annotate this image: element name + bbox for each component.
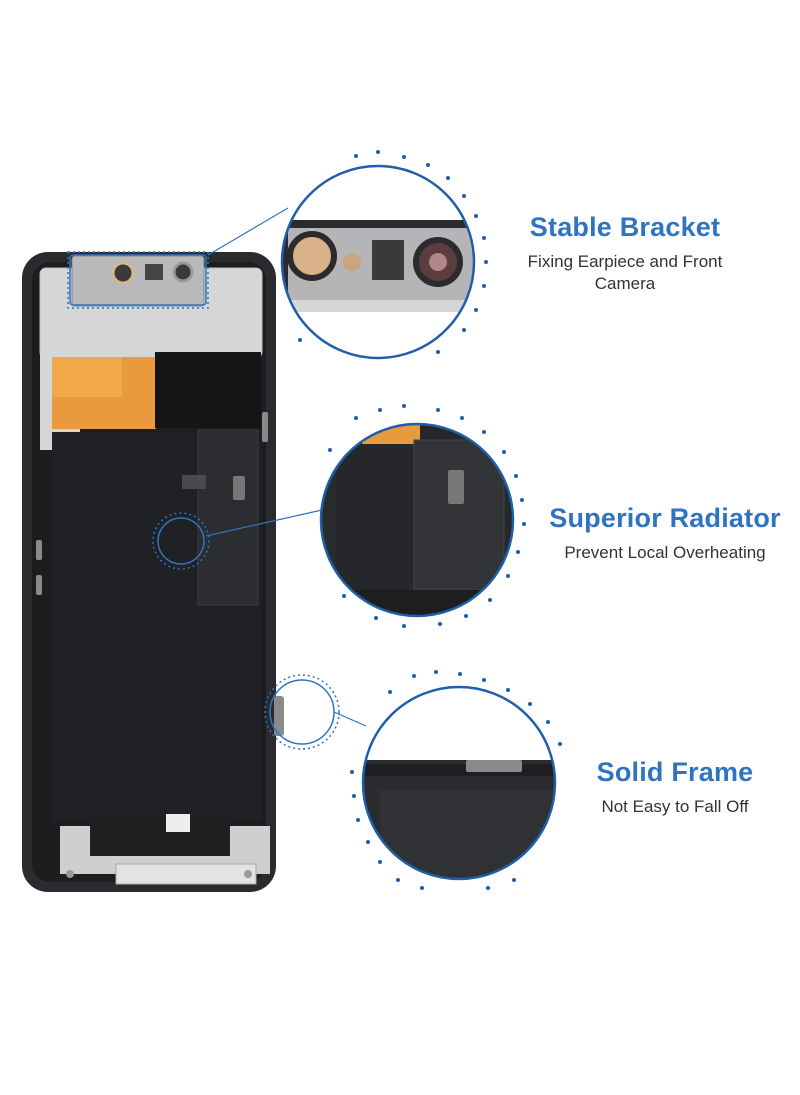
feature-solid-frame: Solid Frame Not Easy to Fall Off bbox=[565, 757, 785, 818]
feature-title: Stable Bracket bbox=[529, 212, 721, 242]
feature-superior-radiator: Superior Radiator Prevent Local Overheat… bbox=[530, 503, 800, 564]
dot-ring-decoration bbox=[298, 150, 562, 890]
feature-title: Superior Radiator bbox=[549, 503, 781, 533]
bracket-closeup-icon bbox=[280, 164, 476, 360]
feature-subtitle: Prevent Local Overheating bbox=[564, 543, 766, 562]
feature-title: Solid Frame bbox=[596, 757, 754, 787]
phone-lcd-assembly bbox=[22, 252, 284, 892]
feature-subtitle: Not Easy to Fall Off bbox=[601, 797, 749, 816]
feature-subtitle: Fixing Earpiece and Front Camera bbox=[527, 252, 723, 293]
frame-closeup-icon bbox=[361, 685, 557, 881]
radiator-closeup-icon bbox=[319, 422, 515, 618]
feature-stable-bracket: Stable Bracket Fixing Earpiece and Front… bbox=[500, 212, 750, 295]
